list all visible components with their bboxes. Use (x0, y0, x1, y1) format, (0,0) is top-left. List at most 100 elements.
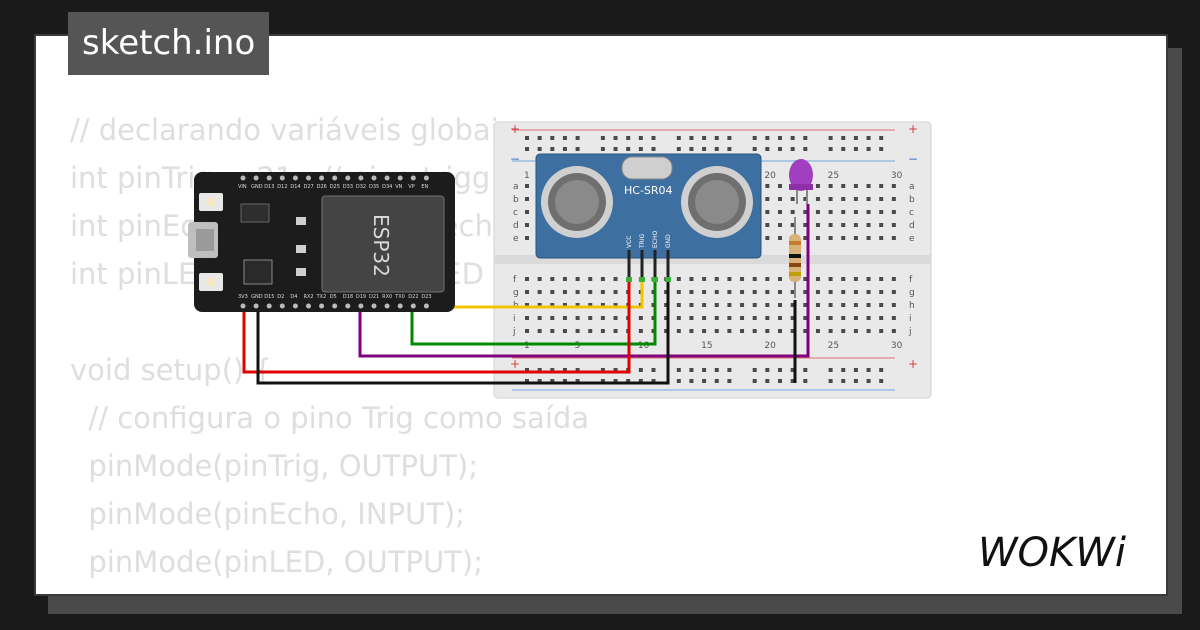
column-number: 5 (575, 341, 581, 351)
esp32-bottom-pin-label: TX0 (394, 294, 405, 300)
esp32-bottom-pin (266, 303, 272, 309)
wire-red (242, 281, 631, 374)
code-line: Serial.begin(9600); (70, 586, 589, 594)
sensor-pin-marker (665, 277, 671, 282)
wire-black (256, 281, 670, 385)
file-tab[interactable]: sketch.ino (68, 12, 270, 75)
esp32-top-pin-label: D25 (330, 184, 340, 190)
esp32-module (321, 195, 445, 293)
esp32-top-pin (253, 175, 259, 181)
wire-purple (358, 204, 810, 358)
sensor-pin-label: TRIG (639, 233, 646, 249)
esp32-bottom-pin-label: D21 (369, 294, 379, 300)
esp32-bottom-pin-label: GND (251, 294, 263, 300)
esp32-top-pin (410, 175, 416, 181)
esp32-bottom-pin (306, 303, 311, 309)
row-letter: h (909, 301, 915, 311)
rail-plus-bl: + (510, 357, 520, 371)
row-letter: c (513, 208, 518, 218)
rail-plus-tr: + (908, 122, 918, 136)
esp32-bottom-pin-label: D15 (264, 294, 274, 300)
esp32-top-pin-label: VP (408, 184, 414, 190)
row-letter: i (909, 314, 912, 324)
column-number: 20 (764, 341, 776, 351)
esp32-top-pin-label: D14 (290, 184, 300, 190)
esp32-top-pin-label: D33 (343, 184, 353, 190)
esp32-bottom-pin (253, 303, 259, 309)
row-letter: b (513, 195, 519, 205)
esp32-bottom-pin (345, 303, 351, 309)
code-line: pinMode(pinTrig, OUTPUT); (70, 449, 479, 483)
row-letter: b (909, 195, 915, 205)
esp32-bottom-pin (279, 303, 285, 309)
esp32-bottom-pin-label: RX0 (382, 294, 392, 300)
esp32-bottom-pin (332, 303, 338, 309)
resistor (789, 217, 801, 298)
column-number: 25 (828, 171, 839, 181)
sensor-pin-label: GND (665, 234, 672, 248)
esp32-bottom-pin-label: D22 (408, 294, 418, 300)
rail-minus-tl: − (510, 152, 520, 166)
sensor-pin-marker (652, 277, 658, 282)
column-number: 10 (638, 341, 650, 351)
esp32-top-pin (423, 175, 429, 181)
row-letter: j (908, 327, 912, 337)
esp32-top-pin (240, 175, 246, 181)
esp32-bottom-pin (384, 303, 390, 309)
esp32-top-pin (384, 175, 390, 181)
sensor-pin-label: VCC (626, 236, 633, 248)
row-letter: e (909, 234, 915, 244)
esp32-bottom-pin-label: D4 (290, 294, 297, 300)
row-letter: e (513, 234, 519, 244)
row-letter: g (909, 288, 915, 298)
esp32-bottom-pin-label: D5 (330, 294, 337, 300)
esp32-top-pin-label: VN (395, 184, 402, 190)
esp32-bottom-pin (292, 303, 298, 309)
column-number: 1 (524, 341, 530, 351)
esp32-top-pin (345, 175, 351, 181)
esp32-top-pin (332, 175, 338, 181)
esp32-top-pin (319, 175, 325, 181)
esp32-bottom-pin (423, 303, 429, 309)
esp32-top-pin-label: VIN (238, 184, 247, 190)
row-letter: f (909, 275, 913, 285)
esp32-top-pin-label: D32 (356, 184, 366, 190)
esp32-bottom-pin (240, 303, 246, 309)
esp32-top-pin-label: D12 (277, 184, 287, 190)
code-line: pinMode(pinLED, OUTPUT); (70, 545, 483, 579)
esp32-bottom-pin-label: D19 (356, 294, 366, 300)
esp32-bottom-pin-label: RX2 (304, 294, 314, 300)
esp32-bottom-pin-label: D18 (343, 294, 353, 300)
column-number: 20 (764, 171, 776, 181)
row-letter: d (513, 221, 519, 231)
rail-minus-tr: − (908, 152, 918, 166)
code-line: // configura o pino Trig como saída (70, 401, 590, 435)
row-letter: f (513, 275, 517, 285)
esp32-top-pin (266, 175, 272, 181)
esp32-bottom-pin (371, 303, 377, 309)
esp32-bottom-pin (319, 303, 325, 309)
esp32-top-pin-label: D13 (264, 184, 274, 190)
sensor-pins: VCC TRIG ECHO GND (626, 231, 672, 282)
column-number: 25 (828, 341, 839, 351)
esp32-top-pin-label: D35 (369, 184, 379, 190)
wires (242, 204, 810, 385)
column-number: 30 (891, 341, 903, 351)
esp32-bottom-pin (397, 303, 403, 309)
esp32-top-pin (279, 175, 285, 181)
code-line: pinMode(pinEcho, INPUT); (70, 497, 466, 531)
esp32-top-pin-label: GND (251, 184, 263, 190)
column-number: 1 (524, 171, 530, 181)
row-letter: a (513, 182, 519, 192)
sensor-pin-marker (626, 277, 632, 282)
esp32-top-pin-label: EN (421, 184, 428, 190)
esp32-top-pin (397, 175, 403, 181)
esp32-bottom-pin (358, 303, 364, 309)
esp32-bottom-pin-label: D23 (421, 294, 431, 300)
rail-plus-br: + (908, 357, 918, 371)
sensor-pin-label: ECHO (652, 231, 659, 248)
